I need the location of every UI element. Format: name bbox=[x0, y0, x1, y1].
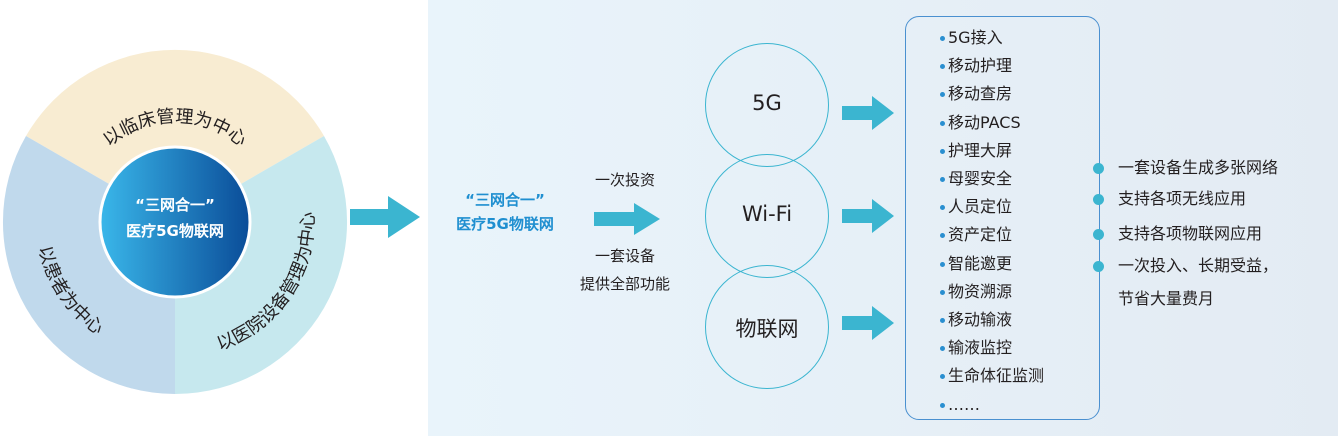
application-label: 5G接入 bbox=[948, 28, 1003, 47]
application-label: 生命体征监测 bbox=[948, 366, 1045, 386]
application-label: 资产定位 bbox=[948, 225, 1013, 245]
bullet-icon bbox=[940, 289, 945, 295]
sector-clinical bbox=[26, 49, 324, 222]
center-title-line1: “三网合一” bbox=[135, 196, 215, 214]
bullet-icon bbox=[940, 177, 945, 182]
application-item: 移动护理 bbox=[940, 56, 1012, 76]
application-label: 移动护理 bbox=[948, 56, 1013, 76]
benefit-item: 一次投入、长期受益， bbox=[1118, 256, 1279, 275]
application-item: 智能邀更 bbox=[940, 254, 1012, 274]
bullet-icon bbox=[1093, 194, 1104, 205]
arrow-right-icon bbox=[350, 196, 420, 238]
bullet-icon bbox=[940, 148, 945, 154]
arrow-top-label: 一次投资 bbox=[594, 171, 655, 189]
benefit-item: 节省大量费月 bbox=[1118, 289, 1215, 308]
bullet-icon bbox=[1093, 261, 1104, 272]
network-label-5g: 5G bbox=[752, 91, 782, 115]
bullet-icon bbox=[940, 92, 945, 98]
application-item: 移动输液 bbox=[940, 310, 1012, 330]
benefit-item: 支持各项无线应用 bbox=[1118, 189, 1247, 208]
application-label: 移动PACS bbox=[948, 112, 1021, 132]
bullet-icon bbox=[940, 318, 945, 323]
bullet-icon bbox=[940, 374, 945, 380]
bullet-icon bbox=[940, 205, 945, 211]
center-circle bbox=[98, 145, 252, 299]
bullet-icon bbox=[940, 402, 945, 408]
application-label: 人员定位 bbox=[948, 197, 1013, 217]
application-label: 母婴安全 bbox=[948, 169, 1013, 188]
application-item: 5G接入 bbox=[940, 28, 1003, 48]
flow-title-line1: “三网合一” bbox=[465, 191, 545, 209]
flow-title: “三网合一” 医疗5G物联网 bbox=[430, 188, 580, 236]
bullet-icon bbox=[940, 120, 945, 126]
arrow-right-icon bbox=[842, 96, 894, 130]
center-title-line2: 医疗5G物联网 bbox=[126, 222, 224, 240]
application-item: 人员定位 bbox=[940, 197, 1012, 217]
arrow-right-icon bbox=[842, 306, 894, 340]
network-label-iot: 物联网 bbox=[735, 317, 799, 341]
application-label: 智能邀更 bbox=[948, 253, 1013, 273]
bullet-icon bbox=[940, 36, 945, 41]
arrow-right-icon bbox=[594, 203, 660, 235]
application-list bbox=[905, 16, 1100, 420]
application-item: 输液监控 bbox=[940, 338, 1012, 358]
application-item: 资产定位 bbox=[940, 225, 1012, 245]
network-label-wifi: Wi-Fi bbox=[741, 202, 793, 226]
application-label: …… bbox=[948, 394, 980, 414]
bullet-icon bbox=[940, 261, 945, 267]
application-item: …… bbox=[940, 395, 980, 415]
benefit-item: 一套设备生成多张网络 bbox=[1118, 158, 1279, 177]
application-label: 移动输液 bbox=[948, 310, 1013, 329]
arrow-bottom-line1: 一套设备 bbox=[594, 247, 655, 265]
application-item: 移动查房 bbox=[940, 84, 1012, 104]
application-label: 护理大屏 bbox=[948, 140, 1013, 160]
application-label: 移动查房 bbox=[948, 84, 1013, 104]
network-circle-iot bbox=[705, 265, 829, 389]
bullet-icon bbox=[940, 233, 945, 239]
bullet-icon bbox=[1093, 163, 1104, 174]
flow-title-line2: 医疗5G物联网 bbox=[456, 215, 554, 233]
application-item: 母婴安全 bbox=[940, 169, 1012, 189]
application-label: 物资溯源 bbox=[948, 281, 1013, 301]
benefit-item: 支持各项物联网应用 bbox=[1118, 224, 1263, 243]
bullet-icon bbox=[1093, 229, 1104, 240]
arrow-right-icon bbox=[842, 199, 894, 233]
bullet-icon bbox=[940, 64, 945, 70]
application-item: 物资溯源 bbox=[940, 282, 1012, 302]
application-item: 生命体征监测 bbox=[940, 366, 1044, 386]
arrow-bottom-line2: 提供全部功能 bbox=[579, 275, 670, 293]
ring-diagram: 以临床管理为中心 以患者为中心 以医院设备管理为中心 “三网合一” 医疗5G物联… bbox=[2, 49, 348, 394]
application-item: 移动PACS bbox=[940, 113, 1021, 133]
application-label: 输液监控 bbox=[948, 338, 1013, 358]
bullet-icon bbox=[940, 346, 945, 352]
arrow-bottom-label: 一套设备 提供全部功能 bbox=[560, 246, 690, 294]
application-item: 护理大屏 bbox=[940, 141, 1012, 161]
